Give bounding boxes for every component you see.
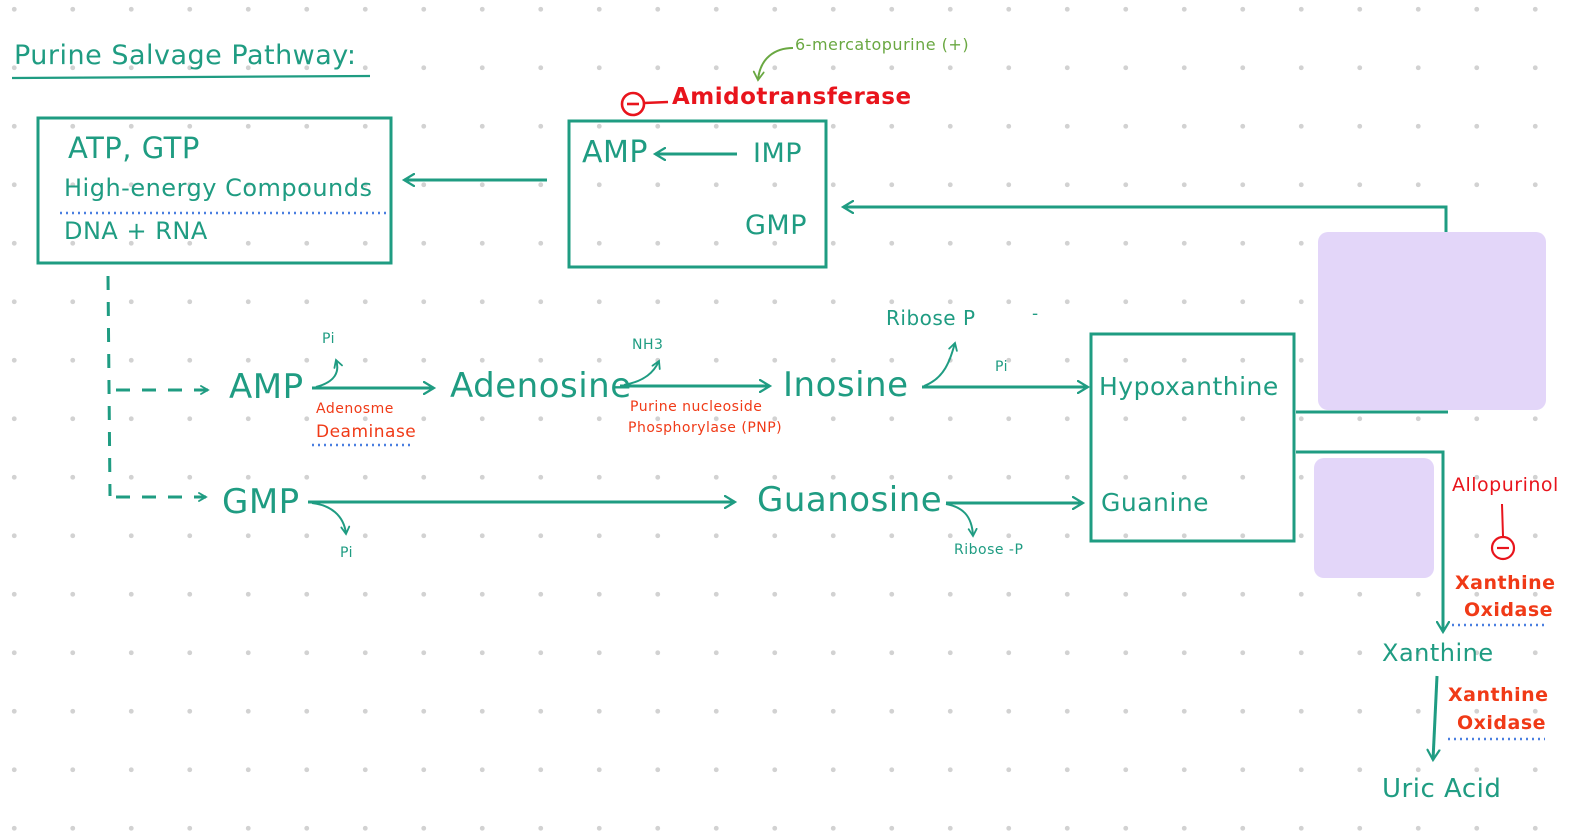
page-title: Purine Salvage Pathway: bbox=[14, 40, 357, 71]
box-top-outline bbox=[567, 119, 828, 269]
box-top-amp: AMP bbox=[582, 135, 648, 170]
box-right-outline bbox=[1089, 332, 1296, 543]
row1-pi: Pi bbox=[322, 331, 336, 347]
adenosine-deaminase-line1: Adenosme bbox=[316, 401, 394, 417]
box-top-gmp: GMP bbox=[745, 210, 807, 241]
box-left-line1: ATP, GTP bbox=[68, 131, 200, 165]
row1-pi2: Pi bbox=[995, 359, 1009, 375]
box-right-hypoxanthine: Hypoxanthine bbox=[1099, 372, 1279, 401]
row1-adenosine: Adenosine bbox=[450, 366, 632, 406]
row1-dash: - bbox=[1032, 304, 1039, 324]
row1-nh3: NH3 bbox=[632, 337, 664, 353]
row1-inosine: Inosine bbox=[783, 365, 909, 405]
uric-acid-label: Uric Acid bbox=[1382, 774, 1502, 804]
xanthine-oxidase-1-line2: Oxidase bbox=[1464, 599, 1554, 621]
xanthine-label: Xanthine bbox=[1382, 639, 1494, 667]
row2-pi: Pi bbox=[340, 545, 354, 561]
row1-ribose-p: Ribose P bbox=[886, 306, 976, 330]
box-left-line2: High-energy Compounds bbox=[64, 174, 373, 202]
xanthine-oxidase-1-line1: Xanthine bbox=[1455, 572, 1556, 594]
box-right-guanine: Guanine bbox=[1101, 488, 1210, 517]
row2-ribose-p: Ribose -P bbox=[954, 542, 1024, 558]
pnp-line1: Purine nucleoside bbox=[630, 399, 763, 415]
row1-amp: AMP bbox=[229, 367, 304, 407]
row2-gmp: GMP bbox=[222, 482, 300, 522]
row2-guanosine: Guanosine bbox=[757, 480, 943, 520]
adenosine-deaminase-line2: Deaminase bbox=[316, 422, 417, 442]
allopurinol-label: Allopurinol bbox=[1452, 474, 1559, 496]
box-left-line3: DNA + RNA bbox=[64, 217, 208, 245]
amidotransferase-label: Amidotransferase bbox=[672, 84, 912, 110]
title-underline bbox=[11, 74, 371, 80]
pnp-line2: Phosphorylase (PNP) bbox=[628, 420, 783, 436]
mercatopurine-label: 6-mercatopurine (+) bbox=[795, 35, 970, 54]
box-left-outline bbox=[36, 116, 393, 265]
xanthine-oxidase-2-line1: Xanthine bbox=[1448, 684, 1549, 706]
highlight-block-upper bbox=[1318, 232, 1546, 410]
xanthine-oxidase-2-line2: Oxidase bbox=[1457, 712, 1547, 734]
highlight-block-lower bbox=[1314, 458, 1434, 578]
box-top-imp: IMP bbox=[753, 138, 803, 169]
